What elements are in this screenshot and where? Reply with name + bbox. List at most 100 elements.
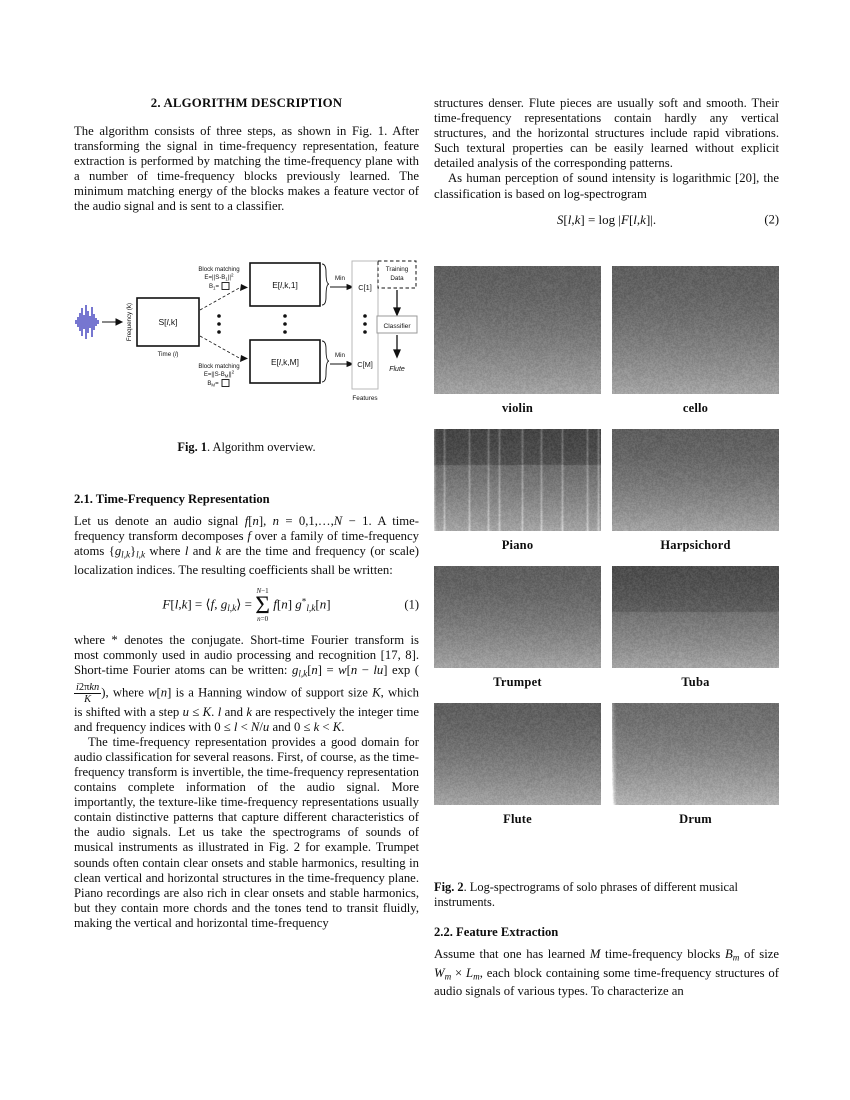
spectrogram-label-drum: Drum <box>679 812 712 826</box>
algorithm-overview-svg: Frequency (k) S[l,k] Time (l) Block matc… <box>75 260 418 402</box>
spectrogram-label-cello: cello <box>682 401 709 415</box>
equation-1-number: (1) <box>404 597 419 612</box>
waveform-icon <box>75 305 99 339</box>
para3-tail5: and <box>224 704 243 719</box>
para3-tail2: is a Hanning window of support size <box>175 685 368 699</box>
equation-2-number: (2) <box>764 212 779 227</box>
spectrogram-label-trumpet: Trumpet <box>493 675 542 689</box>
figure-1-caption: Fig. 1. Algorithm overview. <box>74 440 419 455</box>
spectrogram-label-flute: Flute <box>503 812 532 826</box>
subsection-heading-time-frequency-representation: 2.1. Time-Frequency Representation <box>74 492 270 506</box>
block-matching-top-line1: Block matching <box>198 266 239 273</box>
para2-fragment-e: and <box>188 544 216 559</box>
para2-fragment-d: where <box>145 544 185 559</box>
energy-box-bottom-label: E[l,k,M] <box>271 357 299 367</box>
spectrogram-label-violin: violin <box>501 401 534 415</box>
block-glyph-bottom <box>221 379 230 387</box>
spectrogram-image-drum <box>612 703 779 805</box>
spectrogram-box <box>136 297 200 347</box>
spectrogram-cell-harpsichord: Harpsichord <box>612 429 779 566</box>
para3-tail4: . <box>211 704 215 719</box>
figure-1-caption-label: Fig. 1 <box>177 440 207 454</box>
block-matching-top-line3: B1= <box>209 283 220 291</box>
spectrogram-image-harpsichord <box>612 429 779 531</box>
paragraph-signal-definition: Let us denote an audio signal f[n], n = … <box>74 514 420 577</box>
figure-2-caption-text: . Log-spectrograms of solo phrases of di… <box>434 880 738 909</box>
spectrogram-cell-piano: Piano <box>434 429 601 566</box>
spectrogram-image-tuba <box>612 566 779 668</box>
spectrogram-image-cello <box>612 266 779 394</box>
spectrogram-row: Flute Drum <box>434 703 779 840</box>
spectrogram-label-piano: Piano <box>501 538 534 552</box>
paragraph-stft: where * denotes the conjugate. Short-tim… <box>74 632 420 734</box>
figure-2-caption: Fig. 2. Log-spectrograms of solo phrases… <box>434 880 779 910</box>
spectrogram-row: Trumpet Tuba <box>434 566 779 703</box>
right-column-continued: 2.2. Feature Extraction Assume that one … <box>434 925 779 999</box>
arrow-training-to-classifier <box>393 290 401 317</box>
paragraph-textural-properties: structures denser. Flute pieces are usua… <box>434 96 779 171</box>
right-column: structures denser. Flute pieces are usua… <box>434 96 779 238</box>
figure1-frequency-axis-label: Frequency (k) <box>126 303 133 341</box>
energy-box-bottom <box>249 339 321 384</box>
paragraph-feature-extraction: Assume that one has learned M time-frequ… <box>434 947 780 999</box>
left-column: 2. ALGORITHM DESCRIPTION The algorithm c… <box>74 96 419 215</box>
spectrogram-cell-drum: Drum <box>612 703 779 840</box>
figure-1-caption-text: . Algorithm overview. <box>206 440 316 454</box>
para2-fragment-a: Let us denote an audio signal <box>74 514 245 528</box>
spectrogram-cell-tuba: Tuba <box>612 566 779 703</box>
spectrogram-image-violin <box>434 266 601 394</box>
training-data-line2: Data <box>390 275 404 282</box>
energy-box-top-label: E[l,k,1] <box>272 280 298 290</box>
spectrogram-row: Piano Harpsichord <box>434 429 779 566</box>
arrow-min-top <box>330 283 355 291</box>
classifier-box <box>376 315 418 334</box>
feature-label-top: C[1] <box>358 283 372 292</box>
figure-2-caption-label: Fig. 2 <box>434 880 464 894</box>
figure1-time-axis-label: Time (l) <box>158 351 179 358</box>
spectrogram-label-harpsichord: Harpsichord <box>660 538 731 552</box>
arrow-waveform-to-spectrogram <box>102 318 124 326</box>
subsection-heading-feature-extraction: 2.2. Feature Extraction <box>434 925 559 939</box>
training-data-box <box>377 260 417 289</box>
arrow-to-block-bottom <box>199 335 242 360</box>
block-matching-bottom-line1: Block matching <box>198 363 239 370</box>
spectrogram-label-tuba: Tuba <box>681 675 710 689</box>
ellipsis-dots <box>217 314 367 334</box>
brace-bottom <box>321 340 330 383</box>
training-data-line1: Training <box>386 266 409 273</box>
block-matching-bottom-line2: E=||S-BM||2 <box>204 370 235 379</box>
block-matching-bottom-line3: BM= <box>207 380 219 388</box>
features-caption: Features <box>352 395 377 402</box>
block-matching-top-line2: E=||S-B1||2 <box>204 273 234 282</box>
figure-1-algorithm-diagram: Frequency (k) S[l,k] Time (l) Block matc… <box>74 258 419 418</box>
energy-box-top <box>249 262 321 307</box>
classifier-output-label: Flute <box>389 366 405 373</box>
spectrogram-cell-trumpet: Trumpet <box>434 566 601 703</box>
arrow-min-bottom <box>330 360 355 368</box>
arrow-classifier-to-output <box>393 335 401 359</box>
para3-tail7: and <box>272 719 291 734</box>
para3-main: where * denotes the conjugate. Short-tim… <box>74 632 419 677</box>
para2-fragment-b: A time-frequency transform decomposes <box>74 514 419 544</box>
spectrogram-cell-violin: violin <box>434 266 601 429</box>
spectrogram-box-label: S[l,k] <box>158 317 177 327</box>
brace-top <box>321 263 330 306</box>
left-column-continued: 2.1. Time-Frequency Representation Let u… <box>74 492 419 931</box>
min-label-bottom: Min <box>335 352 346 359</box>
paragraph-algorithm-overview: The algorithm consists of three steps, a… <box>74 124 419 214</box>
spectrogram-cell-cello: cello <box>612 266 779 429</box>
spectrogram-cell-flute: Flute <box>434 703 601 840</box>
classifier-label: Classifier <box>383 323 411 330</box>
spectrogram-image-trumpet <box>434 566 601 668</box>
feature-label-bottom: C[M] <box>357 360 373 369</box>
equation-2: S[l,k] = log |F[l,k]|. (2) <box>556 211 779 227</box>
paragraph-texture-patterns: The time-frequency representation provid… <box>74 734 419 930</box>
features-vector-box <box>351 260 379 390</box>
para3-tail3: , which is shifted with a step <box>74 685 420 719</box>
arrow-to-block-top <box>199 286 242 311</box>
section-heading-algorithm-description: 2. ALGORITHM DESCRIPTION <box>150 96 343 110</box>
arrowhead-block-top <box>240 284 248 291</box>
